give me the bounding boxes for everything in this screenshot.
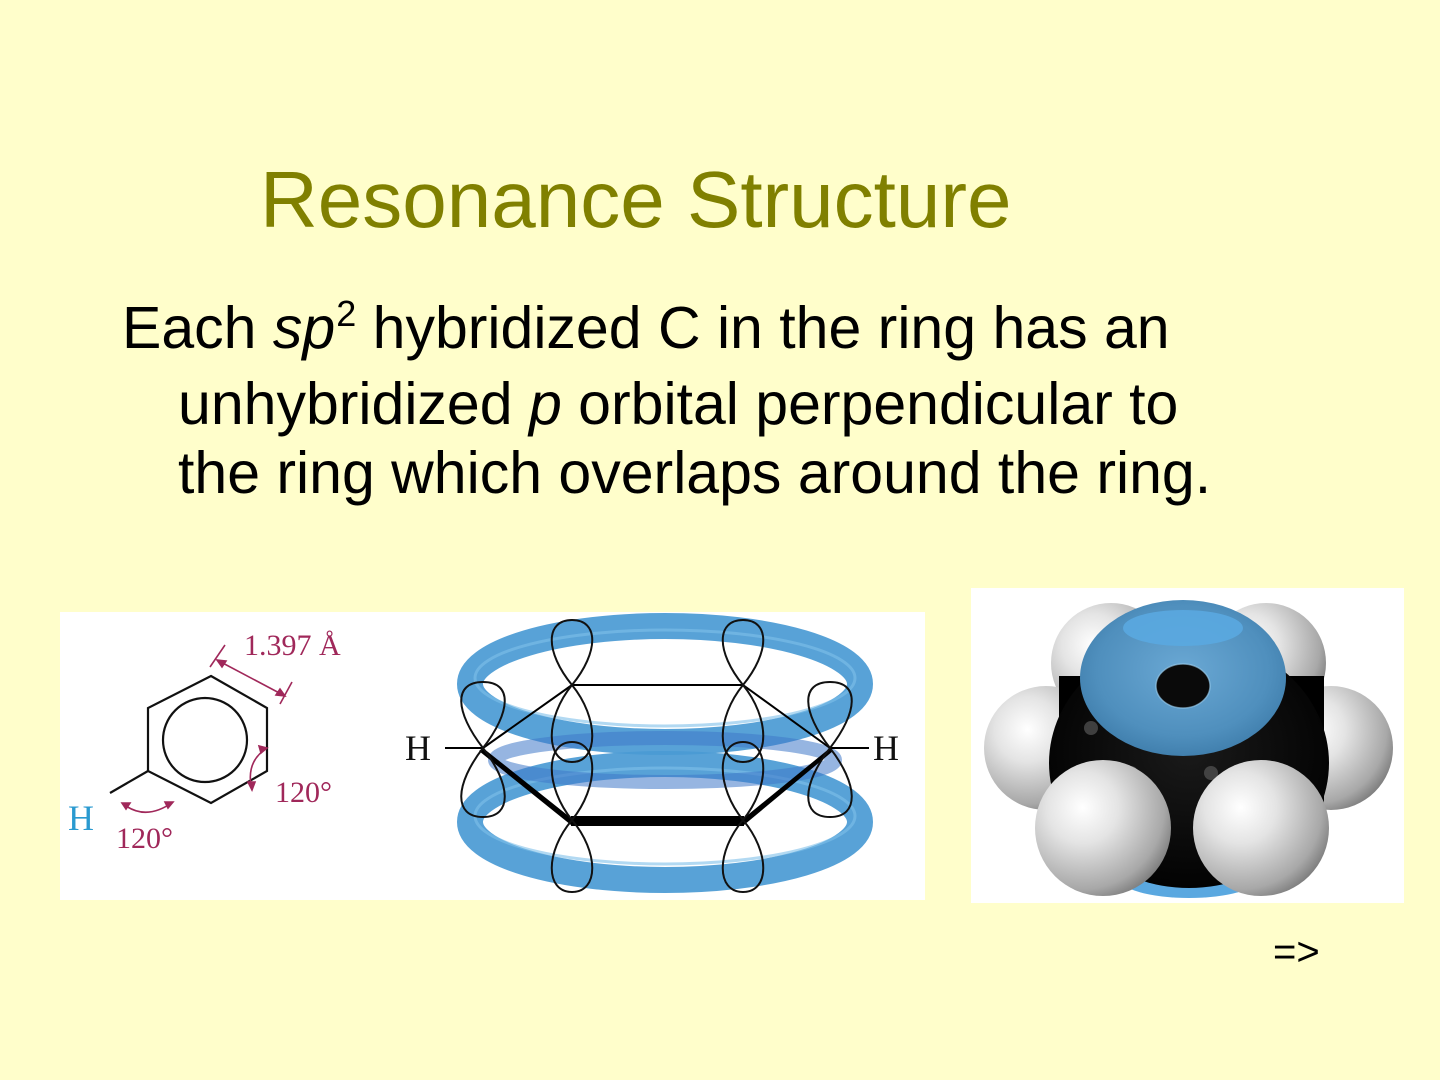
sp-italic-term: sp — [272, 295, 336, 361]
space-filling-model-figure — [971, 588, 1404, 903]
bond-length-indicator — [209, 644, 293, 705]
pi-orbital-diagram: H H — [405, 613, 899, 894]
body-line-2-text-b: orbital perpendicular to — [561, 371, 1179, 437]
benzene-space-filling-model — [984, 600, 1393, 898]
h-angle-label: 120° — [116, 822, 173, 855]
body-line-1-text-a: Each — [122, 295, 273, 361]
benzene-orbital-figure: 1.397 Å 120° H 120° — [60, 612, 925, 900]
pi-cloud-hole — [1156, 664, 1210, 708]
hydrogen-label: H — [68, 798, 94, 838]
hydrogen-atom-bottom-right — [1193, 760, 1329, 896]
benzene-hexagon-icon — [109, 674, 269, 805]
left-hydrogen-label: H — [405, 728, 431, 768]
h-angle-arc — [120, 801, 175, 814]
right-hydrogen-label: H — [873, 728, 899, 768]
sp-superscript: 2 — [336, 293, 357, 334]
benzene-geometry-diagram: 1.397 Å 120° H 120° — [68, 613, 899, 894]
p-orbital-lobes — [460, 618, 853, 894]
slide-title: Resonance Structure — [260, 155, 1012, 244]
ring-angle-arc — [246, 744, 269, 792]
body-line-2-text-a: unhybridized — [178, 371, 529, 437]
ring-skeleton — [445, 684, 869, 826]
next-slide-arrow[interactable]: => — [1273, 930, 1320, 974]
bond-length-label: 1.397 Å — [244, 629, 341, 662]
body-line-1: Each sp2 hybridized C in the ring has an — [122, 293, 1342, 370]
hydrogen-atom-bottom-left — [1035, 760, 1171, 896]
slide-body-text: Each sp2 hybridized C in the ring has an… — [122, 293, 1342, 508]
p-italic-term: p — [528, 371, 562, 437]
body-line-2: unhybridized p orbital perpendicular to — [122, 370, 1342, 439]
body-line-3: the ring which overlaps around the ring. — [178, 440, 1212, 506]
body-line-1-text-b: hybridized C in the ring has an — [356, 295, 1170, 361]
ring-angle-label: 120° — [275, 776, 332, 809]
